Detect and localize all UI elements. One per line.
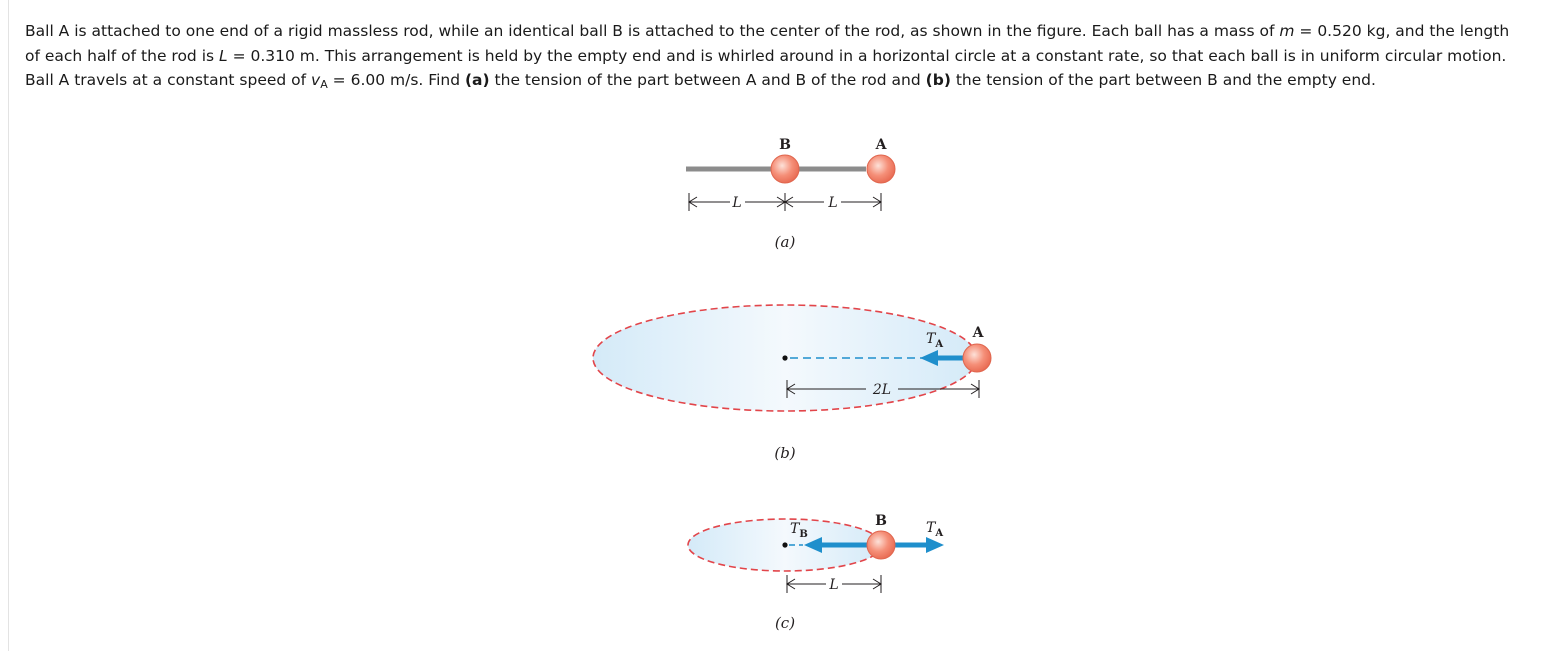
tension-a-label: TA [926, 520, 943, 539]
problem-text-3: = 0.310 m. This arrangement is held by t… [25, 46, 1507, 90]
problem-text-4: = 6.00 m/s. Find [327, 71, 465, 89]
dimension-line [786, 575, 882, 593]
ball-a [962, 343, 992, 373]
problem-text-5: the tension of the part between A and B … [489, 71, 926, 89]
speed-subscript: A [320, 78, 328, 91]
mass-symbol: m [1279, 22, 1295, 40]
tension-arrow-head [920, 350, 938, 366]
dim-label: 2L [872, 382, 891, 398]
tension-label: TA [926, 331, 943, 350]
dim-label: L [828, 577, 838, 593]
left-border [8, 0, 9, 651]
dim-label-left: L [731, 195, 741, 211]
label-a: A [875, 137, 888, 153]
tension-a-arrow-head [926, 537, 944, 553]
center-point [782, 542, 788, 548]
ball-b [866, 530, 896, 560]
figure-part-b: TA A 2L (b) [592, 304, 992, 462]
caption-c: (c) [775, 614, 795, 632]
figure-part-c: TB B TA L (c) [687, 513, 944, 632]
ball-a [866, 154, 896, 184]
problem-text-6: the tension of the part between B and th… [950, 71, 1376, 89]
caption-a: (a) [775, 233, 796, 251]
problem-text-2: = 0.520 kg, and the length of each half … [25, 22, 1510, 65]
ball-b [770, 154, 800, 184]
problem-text-1: Ball A is attached to one end of a rigid… [25, 22, 1280, 40]
dimension-line [786, 380, 980, 398]
caption-b: (b) [774, 444, 795, 462]
label-b: B [779, 137, 791, 153]
tension-b-label: TB [790, 521, 808, 540]
tension-b-arrow-head [804, 537, 822, 553]
part-b-tag: (b) [925, 71, 951, 89]
part-a-tag: (a) [464, 71, 490, 89]
label-b: B [875, 513, 887, 529]
center-point [782, 355, 788, 361]
dim-label-right: L [827, 195, 837, 211]
dimension-lines [688, 193, 882, 211]
figure-part-a: B A L L (a) [686, 137, 896, 251]
length-symbol: L [219, 46, 228, 65]
label-a: A [972, 325, 985, 341]
speed-symbol: v [311, 71, 321, 89]
problem-statement: Ball A is attached to one end of a rigid… [25, 19, 1525, 93]
